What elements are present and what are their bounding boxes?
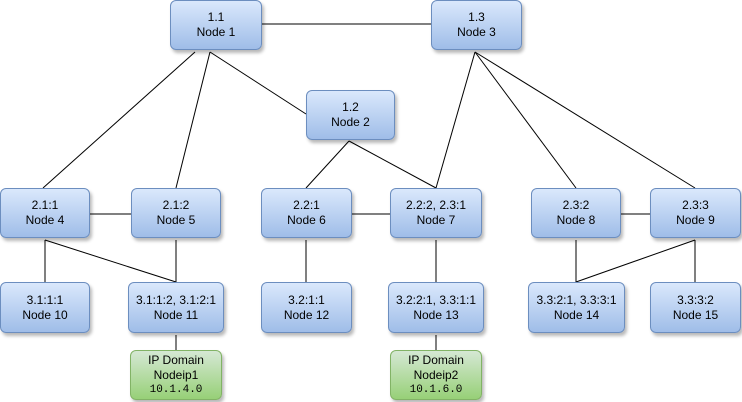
node-12-id: 3.2:1:1 xyxy=(288,292,325,307)
ip-domain-1[interactable]: IP Domain Nodeip1 10.1.4.0 xyxy=(130,350,222,400)
node-13-label: Node 13 xyxy=(413,307,459,322)
ip-domain-1-address: 10.1.4.0 xyxy=(149,383,203,396)
node-8-label: Node 8 xyxy=(556,213,596,227)
node-4[interactable]: 2.1:1 Node 4 xyxy=(0,188,90,238)
node-12[interactable]: 3.2:1:1 Node 12 xyxy=(261,282,352,333)
node-2-id: 1.2 xyxy=(342,100,359,114)
edge-n2-n7 xyxy=(348,140,437,189)
ip-domain-2[interactable]: IP Domain Nodeip2 10.1.6.0 xyxy=(390,350,482,400)
node-12-label: Node 12 xyxy=(283,307,330,322)
ip-domain-2-address: 10.1.6.0 xyxy=(409,383,463,396)
node-5[interactable]: 2.1:2 Node 5 xyxy=(131,188,221,238)
node-11-label: Node 11 xyxy=(153,307,199,322)
node-14-id: 3.3:2:1, 3.3:3:1 xyxy=(536,292,617,307)
node-10[interactable]: 3.1:1:1 Node 10 xyxy=(0,282,90,333)
node-6-id: 2.2:1 xyxy=(293,198,320,212)
node-15-label: Node 15 xyxy=(672,307,719,322)
node-3[interactable]: 1.3 Node 3 xyxy=(431,0,522,50)
node-2-label: Node 2 xyxy=(331,115,370,129)
edge-n3-n8 xyxy=(474,51,577,189)
ip-domain-1-title: IP Domain xyxy=(148,352,204,367)
edge-n9-n14 xyxy=(575,239,696,283)
edge-n1-n4 xyxy=(42,51,196,189)
node-11[interactable]: 3.1:1:2, 3.1:2:1 Node 11 xyxy=(128,282,224,333)
node-14[interactable]: 3.3:2:1, 3.3:3:1 Node 14 xyxy=(528,282,625,333)
node-13-id: 3.2:2:1, 3.3:1:1 xyxy=(395,292,477,307)
node-3-id: 1.3 xyxy=(468,10,485,24)
node-1[interactable]: 1.1 Node 1 xyxy=(170,0,262,50)
node-11-id: 3.1:1:2, 3.1:2:1 xyxy=(135,292,217,307)
node-15-id: 3.3:3:2 xyxy=(677,292,714,307)
node-2[interactable]: 1.2 Node 2 xyxy=(306,90,395,140)
node-7-id: 2.2:2, 2.3:1 xyxy=(405,198,467,212)
edge-n3-n7 xyxy=(435,51,476,189)
node-1-label: Node 1 xyxy=(196,25,236,39)
node-7-label: Node 7 xyxy=(416,213,456,227)
ip-domain-2-title: IP Domain xyxy=(408,352,464,367)
node-10-label: Node 10 xyxy=(22,307,68,322)
node-8[interactable]: 2.3:2 Node 8 xyxy=(531,188,621,238)
node-3-label: Node 3 xyxy=(457,25,496,39)
edge-n2-n6 xyxy=(305,140,350,189)
node-10-id: 3.1:1:1 xyxy=(26,292,64,307)
node-6-label: Node 6 xyxy=(287,213,326,227)
node-9-id: 2.3:3 xyxy=(682,198,709,212)
edge-n3-n9 xyxy=(474,51,696,189)
node-5-label: Node 5 xyxy=(156,213,196,227)
node-5-id: 2.1:2 xyxy=(162,198,190,212)
edge-n1-n2 xyxy=(209,51,307,115)
edge-n1-n5 xyxy=(175,51,211,189)
node-4-id: 2.1:1 xyxy=(31,198,59,212)
node-15[interactable]: 3.3:3:2 Node 15 xyxy=(650,282,741,333)
node-9-label: Node 9 xyxy=(676,213,715,227)
node-13[interactable]: 3.2:2:1, 3.3:1:1 Node 13 xyxy=(388,282,484,333)
node-6[interactable]: 2.2:1 Node 6 xyxy=(261,188,352,238)
ip-domain-1-name: Nodeip1 xyxy=(153,367,199,382)
node-4-label: Node 4 xyxy=(25,213,65,227)
ip-domain-2-name: Nodeip2 xyxy=(413,367,459,382)
node-14-label: Node 14 xyxy=(553,307,600,322)
node-1-id: 1.1 xyxy=(207,10,225,24)
node-9[interactable]: 2.3:3 Node 9 xyxy=(650,188,741,238)
node-8-id: 2.3:2 xyxy=(562,198,590,212)
node-7[interactable]: 2.2:2, 2.3:1 Node 7 xyxy=(390,188,482,238)
edge-n4-n11 xyxy=(44,239,177,283)
